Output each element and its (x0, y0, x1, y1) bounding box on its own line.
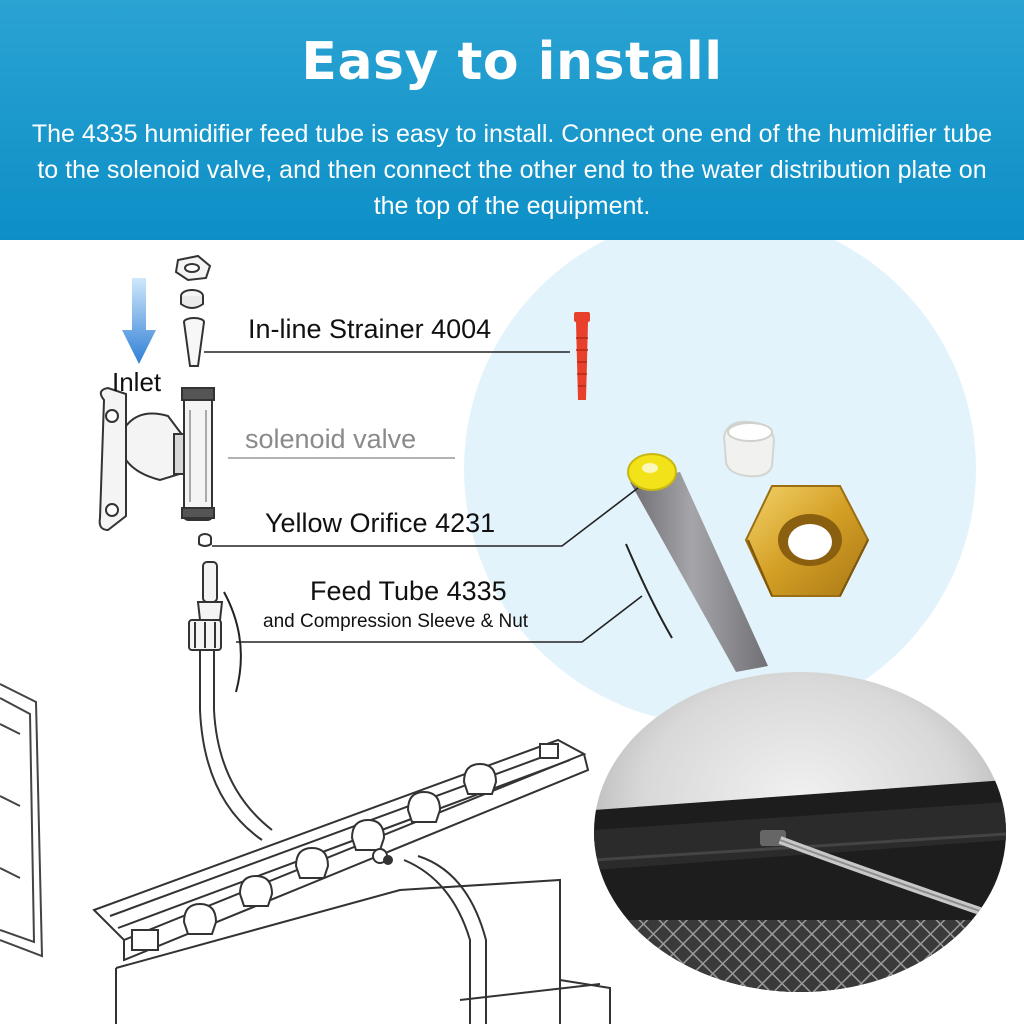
page-description: The 4335 humidifier feed tube is easy to… (31, 120, 993, 220)
hex-nut-fitting-icon (174, 254, 212, 282)
strainer-label: In-line Strainer 4004 (248, 314, 492, 344)
header-banner: Easy to install The 4335 humidifier feed… (0, 0, 1024, 240)
feed-tube-closeup-icon (627, 453, 768, 672)
inlet-label: Inlet (112, 367, 162, 397)
brass-nut-icon (744, 485, 870, 597)
orifice-label: Yellow Orifice 4231 (265, 508, 496, 538)
humidifier-cabinet-outline (0, 683, 44, 958)
lower-housing-outline (115, 878, 611, 1024)
water-distribution-plate-outline (92, 738, 590, 1024)
down-arrow-icon (122, 278, 156, 364)
ferrule-fitting-icon (180, 289, 204, 309)
red-strainer-icon (574, 312, 590, 400)
feed-tube-line (199, 650, 263, 841)
page-title: Easy to install (301, 32, 723, 92)
feed-tube-label: Feed Tube 4335 (310, 576, 507, 606)
detail-circle (464, 240, 976, 725)
strainer-fitting-icon (183, 317, 205, 367)
feed-tube-fitting-icon (188, 561, 224, 651)
solenoid-valve-label: solenoid valve (245, 424, 417, 454)
solenoid-valve-icon (98, 386, 215, 532)
orifice-washer-icon (198, 533, 212, 547)
sleeve-nut-label: and Compression Sleeve & Nut (263, 611, 529, 632)
compression-sleeve-icon (722, 420, 776, 478)
installation-diagram (0, 240, 1006, 1024)
installed-feed-tube-photo (594, 672, 1006, 992)
